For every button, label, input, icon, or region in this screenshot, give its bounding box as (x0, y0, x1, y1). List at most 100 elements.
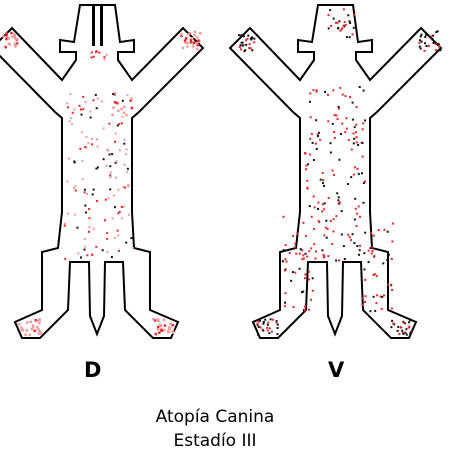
lesion-dot (409, 331, 412, 334)
lesion-dot (339, 133, 342, 135)
lesion-dot (361, 303, 364, 306)
lesion-dot (307, 308, 310, 311)
lesion-dot (316, 133, 319, 136)
lesion-dot (337, 107, 340, 110)
lesion-dot (390, 284, 392, 287)
lesion-dot (106, 148, 109, 151)
lesion-dot (299, 248, 302, 251)
lesion-dot (91, 253, 94, 256)
lesion-dot (313, 227, 316, 230)
lesion-dot (404, 331, 407, 334)
lesion-dot (327, 197, 330, 199)
body-silhouette (228, 4, 443, 339)
lesion-dot (125, 241, 128, 244)
lesion-dot (92, 188, 95, 191)
lesion-dot (309, 92, 312, 95)
lesion-dot (110, 256, 113, 258)
lesion-dot (117, 188, 120, 191)
lesion-dot (304, 305, 306, 308)
lesion-dot (159, 323, 162, 326)
lesion-dot (396, 329, 399, 332)
lesion-dot (344, 24, 347, 26)
lesion-dot (375, 274, 378, 277)
lesion-dot (420, 33, 423, 36)
lesion-dot (386, 283, 389, 286)
lesion-dot (336, 117, 339, 120)
lesion-dot (318, 221, 321, 224)
lesion-dot (321, 203, 324, 206)
lesion-dot (345, 117, 348, 120)
lesion-dot (338, 20, 341, 23)
lesion-dot (7, 37, 10, 40)
lesion-dot (111, 113, 114, 117)
lesion-dot (156, 328, 160, 331)
lesion-dot (345, 36, 348, 39)
lesion-dot (101, 249, 104, 252)
lesion-dot (349, 22, 352, 24)
lesion-dot (126, 167, 129, 170)
lesion-dot (348, 20, 351, 23)
lesion-dot (122, 205, 125, 208)
lesion-dot (249, 37, 252, 40)
lesion-dot (329, 220, 332, 222)
lesion-dot (38, 330, 42, 333)
lesion-dot (74, 189, 77, 192)
lesion-dot (242, 35, 245, 38)
lesion-dot (120, 122, 123, 125)
lesion-dot (81, 159, 84, 162)
lesion-dot (340, 233, 343, 236)
lesion-dot (335, 114, 338, 117)
lesion-dot (309, 153, 312, 156)
lesion-dot (284, 244, 287, 247)
lesion-dot (34, 319, 37, 322)
lesion-dot (199, 32, 202, 35)
lesion-dot (276, 333, 279, 336)
lesion-dot (163, 324, 167, 327)
lesion-dot (419, 35, 422, 38)
lesion-dot (310, 298, 312, 301)
lesion-dot (358, 249, 361, 252)
lesion-dot (381, 295, 384, 298)
lesion-dot (327, 255, 330, 258)
lesion-dot (302, 257, 305, 260)
lesion-dot (87, 230, 90, 233)
lesion-dot (20, 326, 23, 329)
lesion-dot (390, 258, 393, 260)
lesion-dot (270, 330, 273, 333)
lesion-dot (92, 99, 95, 102)
lesion-dot (302, 254, 305, 257)
lesion-dot (317, 201, 320, 204)
lesion-dot (323, 202, 326, 205)
lesion-dot (189, 38, 193, 42)
lesion-dot (160, 329, 164, 332)
lesion-dot (352, 26, 355, 29)
lesion-dot (357, 205, 360, 208)
lesion-dot (398, 333, 401, 335)
lesion-dot (112, 194, 115, 197)
lesion-dot (376, 294, 379, 297)
lesion-dot (264, 318, 267, 321)
lesion-dot (37, 332, 41, 335)
lesion-dot (5, 37, 8, 41)
lesion-dot (355, 123, 358, 126)
lesion-dot (152, 318, 155, 321)
lesion-dot (108, 153, 111, 156)
lesion-dot (315, 147, 318, 150)
lesion-dot (86, 254, 89, 257)
lesion-dot (117, 234, 120, 237)
lesion-dot (107, 149, 110, 152)
lesion-dot (196, 36, 199, 39)
lesion-dot (248, 43, 251, 46)
lesion-dot (362, 182, 365, 184)
lesion-dot (295, 252, 298, 255)
lesion-dot (116, 229, 119, 232)
lesion-dot (123, 138, 126, 141)
lesion-dot (322, 179, 325, 181)
lesion-dot (86, 193, 88, 195)
lesion-dot (68, 120, 71, 123)
lesion-dot (4, 45, 7, 49)
lesion-dot (91, 193, 94, 196)
lesion-dot (327, 120, 330, 123)
lesion-dot (79, 147, 82, 150)
